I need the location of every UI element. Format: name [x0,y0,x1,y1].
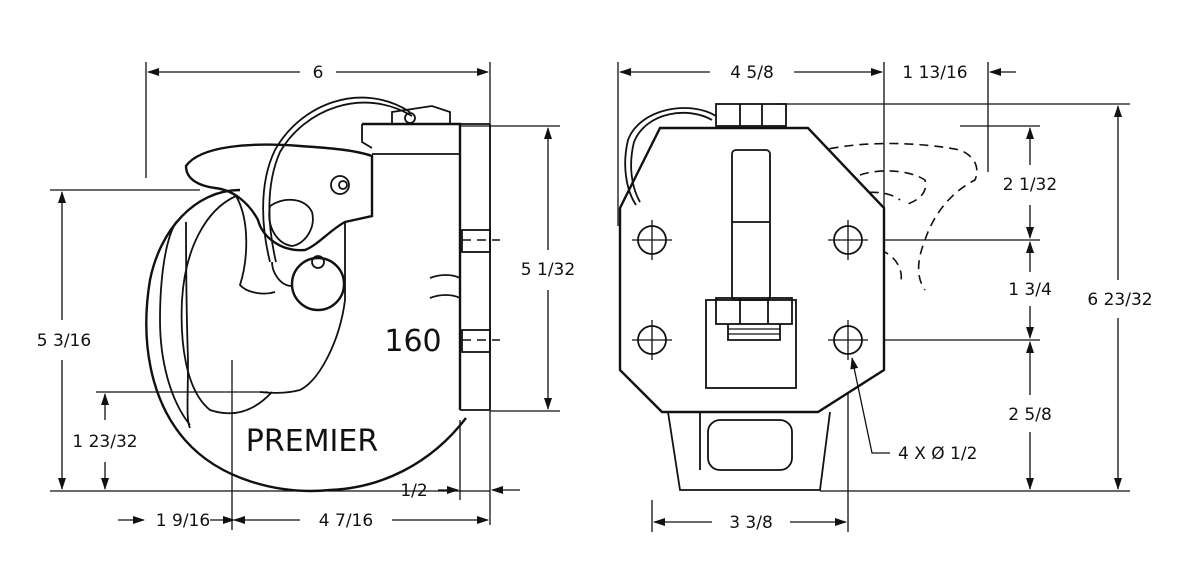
side-dimensions [58,68,552,524]
mounting-holes [632,220,868,360]
dim-hole-spacing-vertical: 1 3/4 [1008,280,1052,300]
front-view: 4 5/8 1 13/16 2 1/32 1 3/4 2 5/8 6 23/32… [617,62,1153,533]
pintle-hook-body [145,96,500,493]
dim-overall-height: 6 23/32 [1087,290,1152,310]
dim-hole-spacing-horizontal: 3 3/8 [729,513,773,533]
dim-width-lower: 4 7/16 [319,511,373,531]
dim-height-lower-front: 2 5/8 [1008,405,1052,425]
side-view: 6 5 3/16 1 23/32 1 9/16 4 7/16 5 1/32 1/… [37,62,575,531]
dim-width-top: 4 5/8 [730,63,774,83]
front-dimensions [619,68,1122,526]
hole-top-left [632,220,672,260]
hole-bottom-left [632,320,672,360]
dim-offset-left: 1 9/16 [156,511,210,531]
dim-height-left: 5 3/16 [37,331,91,351]
dim-overall-width: 6 [313,63,324,83]
hole-bottom-right [828,320,868,360]
dim-offset-top-right: 1 13/16 [902,63,967,83]
dim-plate-thickness: 1/2 [400,481,427,501]
dim-height-lower: 1 23/32 [72,432,137,452]
dim-height-right: 5 1/32 [521,260,575,280]
dim-height-upper: 2 1/32 [1003,175,1057,195]
model-number-label: 160 [384,324,441,359]
hole-top-right [828,220,868,260]
mounting-plate [618,103,886,491]
side-extension-lines [50,62,560,530]
brand-label: PREMIER [246,424,378,459]
hole-callout-label: 4 X Ø 1/2 [898,444,977,464]
